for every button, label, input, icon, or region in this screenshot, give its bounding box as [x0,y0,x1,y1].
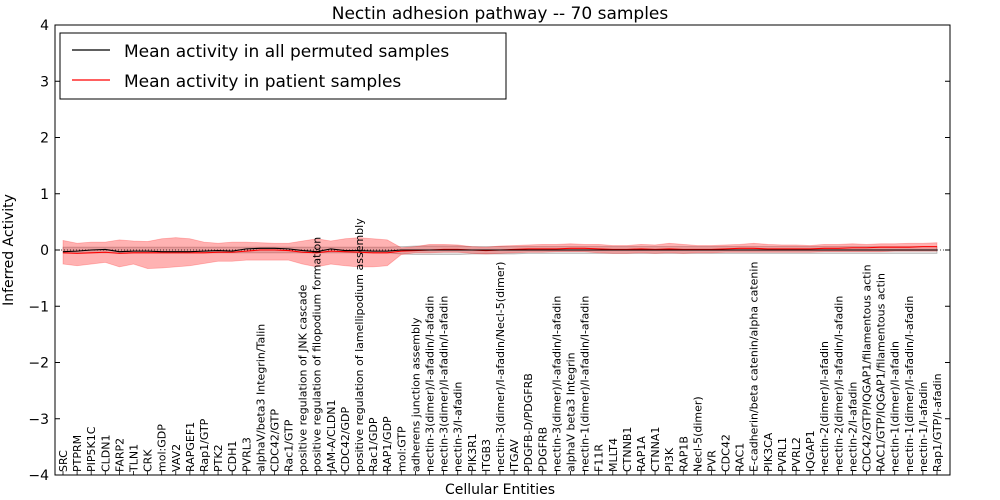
x-tick-label: PI3K [663,447,676,472]
x-tick-label: RAPGEF1 [184,422,197,472]
x-tick-label: PTPRM [71,435,84,472]
x-tick-label: nectin-3(dimer)/I-afadin/I-afadin [424,296,437,472]
x-tick-label: ITGAV [508,439,521,472]
x-tick-label: ITGB3 [480,439,493,472]
x-tick-label: adherens junction assembly [409,317,422,472]
x-tick-label: PVRL2 [790,437,803,472]
x-tick-label: Rac1/GDP [367,417,380,472]
line-permuted [62,247,937,253]
y-tick-label: 2 [40,131,49,147]
y-tick-label: −2 [28,356,49,372]
x-tick-label: CDC42 [720,434,733,472]
x-tick-label: nectin-3/I-afadin [452,382,465,472]
x-tick-label: alphaV beta3 Integrin [564,352,577,472]
x-tick-label: CDH1 [226,441,239,472]
x-tick-label: CTNNB1 [621,427,634,472]
x-tick-label: RAP1/GDP [381,416,394,472]
x-tick-label: positive regulation of JNK cascade [297,284,310,472]
y-tick-label: 4 [40,18,49,34]
legend: Mean activity in all permuted samples Me… [59,32,507,100]
x-tick-label: nectin-3(dimer)/I-afadin/I-afadin [550,296,563,472]
legend-box [59,32,507,100]
x-tick-label: TLN1 [127,444,140,473]
x-tick-label: Rap1/GTP [198,418,211,472]
x-tick-label: CTNNA1 [649,427,662,472]
x-tick-label: JAM-A/CLDN1 [325,399,338,473]
x-axis-label: Cellular Entities [445,482,555,498]
x-tick-label: nectin-3(dimer)/I-afadin/I-afadin [438,296,451,472]
x-tick-label: MLLT4 [607,438,620,472]
x-tick-label: nectin-1/I-afadin [917,382,930,472]
x-tick-label: PIK3R1 [466,433,479,472]
y-axis-label: Inferred Activity [1,194,17,306]
x-tick-label: Rac1/GTP [283,419,296,472]
y-tick-label: 0 [40,243,49,259]
legend-label-permuted: Mean activity in all permuted samples [124,42,449,62]
x-tick-label: nectin-2(dimer)/I-afadin [818,341,831,472]
x-tick-label: mol:GTP [395,426,408,472]
x-tick-label: nectin-1(dimer)/I-afadin [889,341,902,472]
x-tick-label: mol:GDP [156,424,169,472]
x-tick-label: SRC [57,450,70,472]
x-tick-label: PVRL3 [240,437,253,472]
x-tick-label: RAP1A [635,436,648,472]
x-tick-label: PVR [705,450,718,472]
y-tick-label: 1 [40,187,49,203]
x-tick-label: RAC1/GTP/IQGAP1/filamentous actin [875,273,888,472]
x-tick-label: Necl-5(dimer) [691,396,704,472]
y-tick-label: −3 [28,412,49,428]
x-tick-label: RAC1 [734,443,747,472]
y-tick-label: 3 [40,74,49,90]
x-tick-label: E-cadherin/beta catenin/alpha catenin [748,262,761,472]
x-tick-label: CDC42/GTP/IQGAP1/filamentous actin [861,264,874,472]
x-tick-label: FARP2 [113,438,126,472]
x-tick-label: positive regulation of lamellipodium ass… [353,218,366,472]
x-tick-label: CRK [142,449,155,472]
x-tick-label: PDGFRB [536,427,549,472]
x-tick-label: PTK2 [212,444,225,472]
x-tick-label: nectin-1(dimer)/I-afadin/I-afadin [903,296,916,472]
x-tick-label: CDC42/GDP [339,406,352,472]
band-patient [62,237,938,269]
series-lines [62,246,937,254]
x-tick-label: IQGAP1 [804,430,817,472]
x-tick-label: CDC42/GTP [268,409,281,472]
x-tick-label: F11R [593,444,606,472]
x-tick-label: nectin-2(dimer)/I-afadin/I-afadin [832,296,845,472]
x-tick-label: VAV2 [170,444,183,472]
x-tick-label: nectin-1(dimer)/I-afadin/I-afadin [579,296,592,472]
x-tick-label: PVRL1 [776,437,789,472]
x-tick-label: RAP1B [677,436,690,472]
legend-label-patient: Mean activity in patient samples [124,72,401,92]
chart-title: Nectin adhesion pathway -- 70 samples [332,4,669,24]
x-tick-label: positive regulation of filopodium format… [311,237,324,472]
x-tick-label: nectin-2/I-afadin [846,382,859,472]
x-tick-label: alphaV/beta3 Integrin/Talin [254,324,267,472]
x-tick-label: PIP5K1C [85,426,98,472]
x-tick-label: PIK3CA [762,432,775,472]
x-tick-label: Rap1/GTP/I-afadin [931,373,944,472]
x-tick-label: CLDN1 [99,434,112,472]
x-tick-label: PDGFB-D/PDGFRB [522,373,535,472]
y-tick-label: −1 [28,299,49,315]
x-tick-label: nectin-3(dimer)/I-afadin/Necl-5(dimer) [494,262,507,472]
y-tick-label: −4 [28,468,49,484]
y-axis-ticks: 4 3 2 1 0 −1 −2 −3 −4 [28,18,950,484]
